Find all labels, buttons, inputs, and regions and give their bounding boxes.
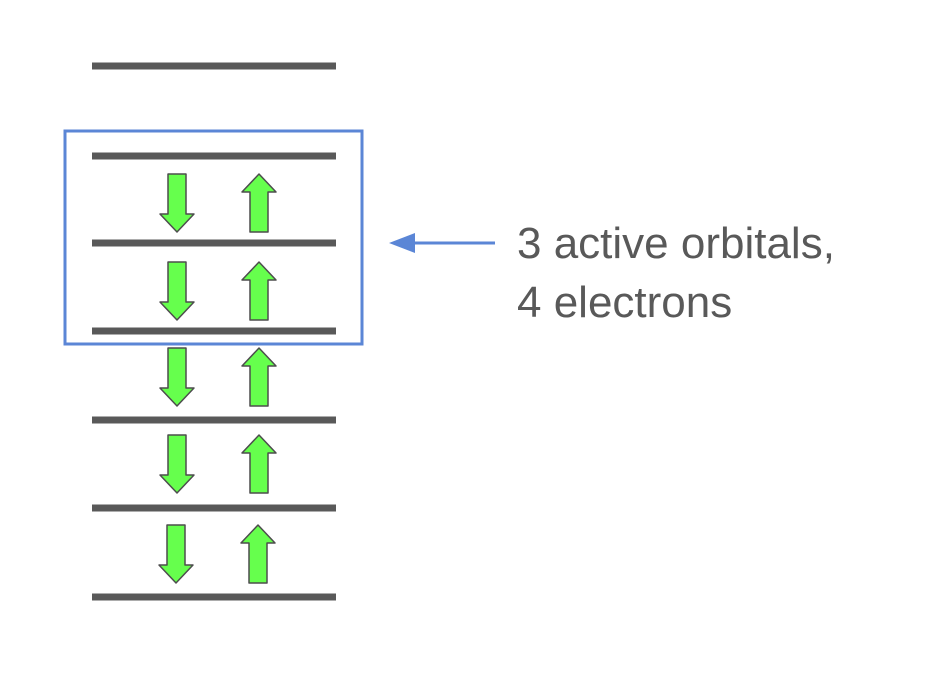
annotation-text-line-2: 4 electrons bbox=[517, 278, 732, 327]
spin-down-arrow-icon bbox=[159, 434, 195, 494]
spin-up-arrow-icon bbox=[241, 261, 277, 321]
spin-down-arrow-icon bbox=[159, 173, 195, 233]
annotation-arrow bbox=[389, 233, 495, 253]
spin-down-arrow-icon bbox=[158, 524, 194, 584]
electrons bbox=[158, 173, 277, 584]
spin-down-arrow-icon bbox=[159, 347, 195, 407]
annotation-text-line-1: 3 active orbitals, bbox=[517, 219, 835, 268]
spin-down-arrow-icon bbox=[159, 261, 195, 321]
spin-up-arrow-icon bbox=[241, 173, 277, 233]
spin-up-arrow-icon bbox=[240, 524, 276, 584]
energy-levels bbox=[92, 62, 336, 601]
spin-up-arrow-icon bbox=[241, 434, 277, 494]
spin-up-arrow-icon bbox=[241, 347, 277, 407]
active-space-box bbox=[63, 129, 364, 346]
arrow-left-icon bbox=[389, 233, 415, 253]
